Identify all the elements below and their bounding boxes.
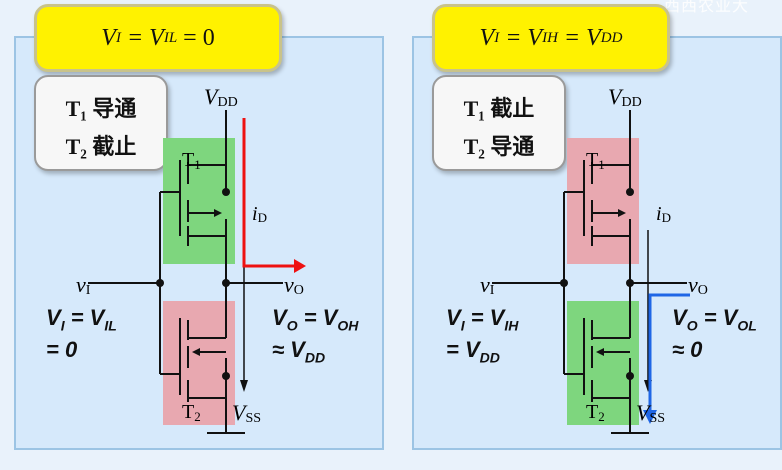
vdd-label: VDD xyxy=(608,84,642,110)
right-transistor-state: T₁ 截止 T₂ 导通 xyxy=(432,75,566,171)
t1-highlight xyxy=(567,138,639,264)
title-subscript: IL xyxy=(163,29,178,46)
t1-state: T₁ 导通 xyxy=(65,96,137,121)
right-output-equation: VO = VOL ≈ 0 xyxy=(672,305,757,363)
t1-label: T1 xyxy=(182,149,201,172)
t1-arrow-icon xyxy=(618,209,626,217)
title-operator: = xyxy=(120,24,150,51)
left-transistor-state: T₁ 导通 T₂ 截止 xyxy=(34,75,168,171)
watermark-text: 西西农业大 xyxy=(664,0,750,15)
junction-dot xyxy=(626,279,634,287)
id-label: iD xyxy=(252,203,267,225)
title-symbol: V xyxy=(586,24,601,51)
current-arrow-head-icon xyxy=(643,410,657,424)
t2-state: T₂ 截止 xyxy=(65,134,137,159)
title-subscript: I xyxy=(115,29,121,46)
title-operator: = xyxy=(557,24,587,51)
circuit-wires xyxy=(88,110,283,434)
t1-arrow-icon xyxy=(214,209,222,217)
current-path-arrow xyxy=(648,293,690,412)
title-symbol: V xyxy=(149,24,164,51)
junction-dot xyxy=(222,372,230,380)
left-output-equation: VO = VOH ≈ VDD xyxy=(272,305,359,366)
junction-dot xyxy=(560,279,568,287)
title-subscript: IH xyxy=(542,29,558,46)
title-symbol: V xyxy=(101,24,116,51)
t2-highlight xyxy=(163,301,235,425)
t1-highlight xyxy=(163,138,235,264)
right-input-equation: VI = VIH = VDD xyxy=(446,305,519,366)
junction-dot xyxy=(626,372,634,380)
id-label: iD xyxy=(656,203,671,225)
t1-state: T₁ 截止 xyxy=(463,96,535,121)
vss-label: VSS xyxy=(636,400,665,426)
current-arrow-head-icon xyxy=(294,259,306,273)
t1-label: T1 xyxy=(586,149,605,172)
id-arrow-icon xyxy=(240,380,248,392)
t2-label: T2 xyxy=(182,401,201,424)
t2-state: T₂ 导通 xyxy=(463,134,535,159)
junction-dot xyxy=(156,279,164,287)
current-path-arrow xyxy=(242,118,296,268)
t2-label: T2 xyxy=(586,401,605,424)
left-input-equation: VI = VIL = 0 xyxy=(46,305,117,363)
title-value: = 0 xyxy=(177,24,215,51)
title-subscript: I xyxy=(494,29,500,46)
title-symbol: V xyxy=(527,24,543,51)
t2-arrow-icon xyxy=(596,348,604,356)
vi-label: vI xyxy=(76,272,91,298)
title-subscript: DD xyxy=(600,29,623,46)
t2-arrow-icon xyxy=(192,348,200,356)
vi-label: vI xyxy=(480,272,495,298)
vo-label: vO xyxy=(284,272,304,298)
vss-label: VSS xyxy=(232,400,261,426)
vdd-label: VDD xyxy=(204,84,238,110)
junction-dot xyxy=(222,279,230,287)
junction-dot xyxy=(626,188,634,196)
vo-label: vO xyxy=(688,272,708,298)
title-symbol: V xyxy=(479,24,495,51)
junction-dot xyxy=(222,188,230,196)
t2-highlight xyxy=(567,301,639,425)
title-operator: = xyxy=(499,24,528,51)
